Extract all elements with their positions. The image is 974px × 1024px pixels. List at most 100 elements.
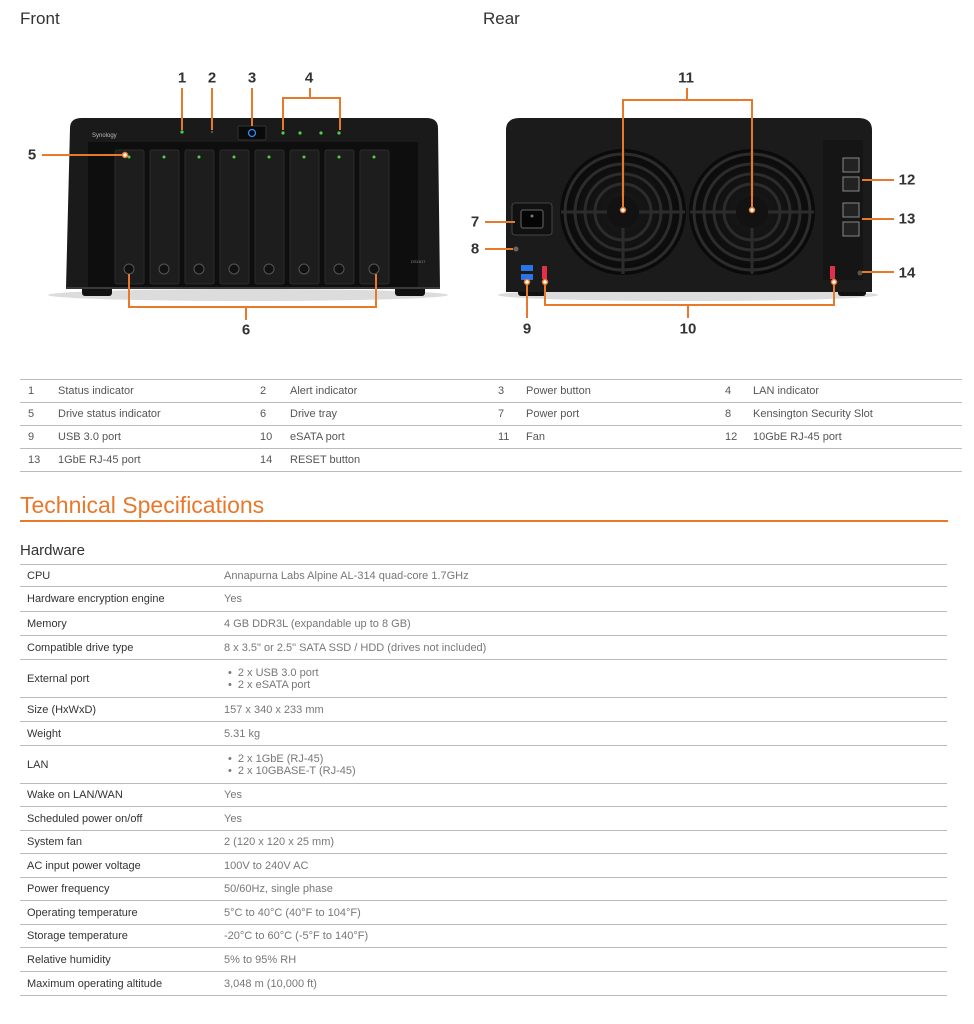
spec-label: Wake on LAN/WAN bbox=[27, 789, 123, 801]
spec-value-text: 100V to 240V AC bbox=[224, 859, 309, 872]
usb-ports[interactable] bbox=[521, 265, 533, 280]
rear-view-title: Rear bbox=[483, 9, 520, 28]
spec-value-text: 5% to 95% RH bbox=[224, 953, 297, 966]
spec-row: LAN2 x 1GbE (RJ-45)2 x 10GBASE-T (RJ-45) bbox=[20, 746, 947, 784]
power-button[interactable] bbox=[237, 125, 267, 141]
spec-row: Size (HxWxD)157 x 340 x 233 mm bbox=[20, 698, 947, 722]
legend-number: 13 bbox=[28, 454, 41, 466]
spec-bullet-item: 2 x USB 3.0 port bbox=[224, 667, 319, 679]
callout-lines bbox=[42, 88, 894, 320]
legend-number: 9 bbox=[28, 431, 35, 443]
device-illustration: Synology DS1817 bbox=[42, 88, 894, 320]
lan-indicator-led-3 bbox=[319, 131, 323, 135]
spec-value-text: Yes bbox=[224, 593, 242, 605]
hardware-heading: Hardware bbox=[20, 542, 86, 559]
lan-indicator-led-2 bbox=[298, 131, 302, 135]
spec-value-text: Yes bbox=[224, 789, 242, 801]
legend-label: Status indicator bbox=[58, 385, 134, 397]
spec-value: 5% to 95% RH bbox=[224, 948, 296, 971]
spec-bullet-item: 2 x 10GBASE-T (RJ-45) bbox=[224, 765, 356, 777]
drive-tray[interactable] bbox=[359, 149, 390, 285]
spec-label: Hardware encryption engine bbox=[27, 593, 165, 605]
spec-value: -20°C to 60°C (-5°F to 140°F) bbox=[224, 925, 368, 947]
spec-label: System fan bbox=[27, 836, 83, 848]
legend-number: 1 bbox=[28, 385, 35, 397]
spec-row: Relative humidity 5% to 95% RH bbox=[20, 948, 947, 972]
legend-number: 4 bbox=[725, 385, 732, 397]
spec-bullet-item: 2 x eSATA port bbox=[224, 679, 319, 691]
reset-button[interactable] bbox=[857, 270, 863, 276]
legend-label: USB 3.0 port bbox=[58, 431, 121, 443]
legend-label: Power port bbox=[526, 408, 580, 420]
spec-value-text: 5°C to 40°C (40°F to 104°F) bbox=[224, 906, 361, 919]
spec-value-text: 2 (120 x 120 x 25 mm) bbox=[224, 836, 335, 848]
spec-label: Storage temperature bbox=[27, 930, 128, 942]
spec-value: 5.31 kg bbox=[224, 722, 260, 745]
rj45-10gbe-ports[interactable] bbox=[842, 157, 860, 192]
power-port[interactable] bbox=[511, 202, 553, 236]
legend-number: 12 bbox=[725, 431, 738, 443]
legend-label: LAN indicator bbox=[753, 385, 820, 397]
lan-indicator-led-4 bbox=[337, 131, 341, 135]
callout-9: 9 bbox=[522, 320, 532, 338]
spec-value: 100V to 240V AC bbox=[224, 854, 308, 877]
spec-value: 5°C to 40°C (40°F to 104°F) bbox=[224, 901, 361, 924]
callout-2: 2 bbox=[207, 69, 217, 87]
drive-trays bbox=[114, 149, 390, 285]
callout-3: 3 bbox=[247, 69, 257, 87]
legend-number: 2 bbox=[260, 385, 267, 397]
drive-tray[interactable] bbox=[289, 149, 320, 285]
spec-value: 157 x 340 x 233 mm bbox=[224, 698, 324, 721]
spec-value-text: 50/60Hz, single phase bbox=[224, 883, 333, 895]
legend-label: Fan bbox=[526, 431, 545, 443]
drive-tray[interactable] bbox=[114, 149, 145, 285]
drive-tray[interactable] bbox=[149, 149, 180, 285]
drive-tray[interactable] bbox=[254, 149, 285, 285]
spec-label: Scheduled power on/off bbox=[27, 812, 143, 825]
legend-label: Power button bbox=[526, 385, 591, 397]
drive-tray[interactable] bbox=[324, 149, 355, 285]
legend-label: 10GbE RJ-45 port bbox=[753, 431, 842, 443]
spec-label: Maximum operating altitude bbox=[27, 977, 163, 990]
spec-value: Yes bbox=[224, 587, 242, 611]
esata-port-left[interactable] bbox=[542, 266, 547, 279]
rj45-1gbe-ports[interactable] bbox=[842, 202, 860, 237]
lan-indicator-led-1 bbox=[281, 131, 285, 135]
section-title: Technical Specifications bbox=[20, 492, 265, 518]
callout-dots bbox=[121, 151, 838, 286]
legend-number: 14 bbox=[260, 454, 273, 466]
spec-value: 2 x USB 3.0 port2 x eSATA port bbox=[224, 660, 319, 697]
spec-value: Yes bbox=[224, 784, 242, 806]
esata-port-right[interactable] bbox=[830, 266, 835, 279]
callout-10: 10 bbox=[679, 320, 697, 338]
spec-label: Weight bbox=[27, 727, 62, 740]
spec-value: 50/60Hz, single phase bbox=[224, 878, 333, 900]
spec-label: Power frequency bbox=[27, 883, 110, 895]
status-indicator-led bbox=[180, 130, 184, 134]
callout-5: 5 bbox=[27, 146, 37, 164]
spec-row: Hardware encryption engine Yes bbox=[20, 587, 947, 612]
spec-label: Relative humidity bbox=[27, 953, 111, 966]
callout-14: 14 bbox=[898, 264, 916, 282]
legend-number: 5 bbox=[28, 408, 35, 420]
spec-value-text: 3,048 m (10,000 ft) bbox=[224, 977, 317, 990]
spec-value-text: 8 x 3.5" or 2.5" SATA SSD / HDD (drives … bbox=[224, 641, 487, 654]
spec-value: 2 (120 x 120 x 25 mm) bbox=[224, 831, 334, 853]
callout-6: 6 bbox=[241, 321, 251, 339]
drive-tray[interactable] bbox=[219, 149, 250, 285]
spec-value-text: 157 x 340 x 233 mm bbox=[224, 703, 324, 716]
alert-indicator-led bbox=[210, 130, 214, 134]
spec-row: Weight 5.31 kg bbox=[20, 722, 947, 746]
spec-value-text: -20°C to 60°C (-5°F to 140°F) bbox=[224, 930, 369, 942]
drive-tray[interactable] bbox=[184, 149, 215, 285]
